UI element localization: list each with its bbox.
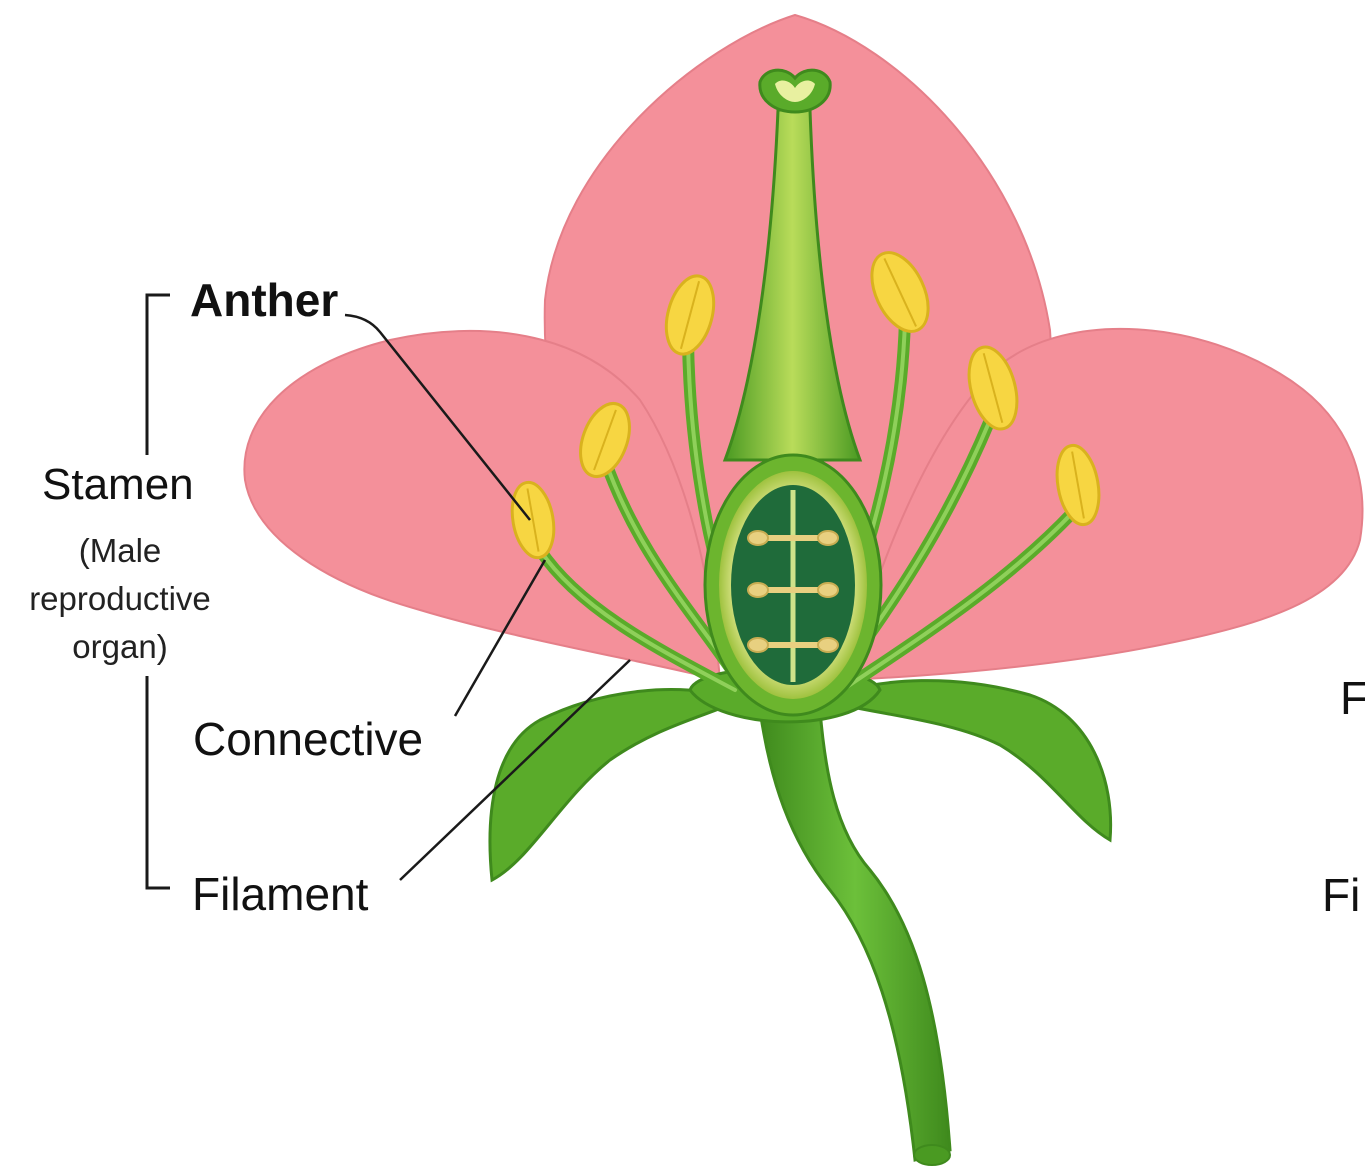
stem-cut <box>914 1145 950 1165</box>
sepal-left <box>490 690 740 880</box>
stamen-label: Stamen <box>42 463 194 507</box>
stem <box>760 710 950 1160</box>
clipped-label-right-2: Fi <box>1322 872 1360 918</box>
connective-label: Connective <box>193 716 423 762</box>
clipped-label-right-1: F <box>1340 675 1365 721</box>
anther-label: Anther <box>190 277 338 323</box>
filament-label: Filament <box>192 871 368 917</box>
stamen-note-label: (Male reproductive organ) <box>12 527 228 671</box>
